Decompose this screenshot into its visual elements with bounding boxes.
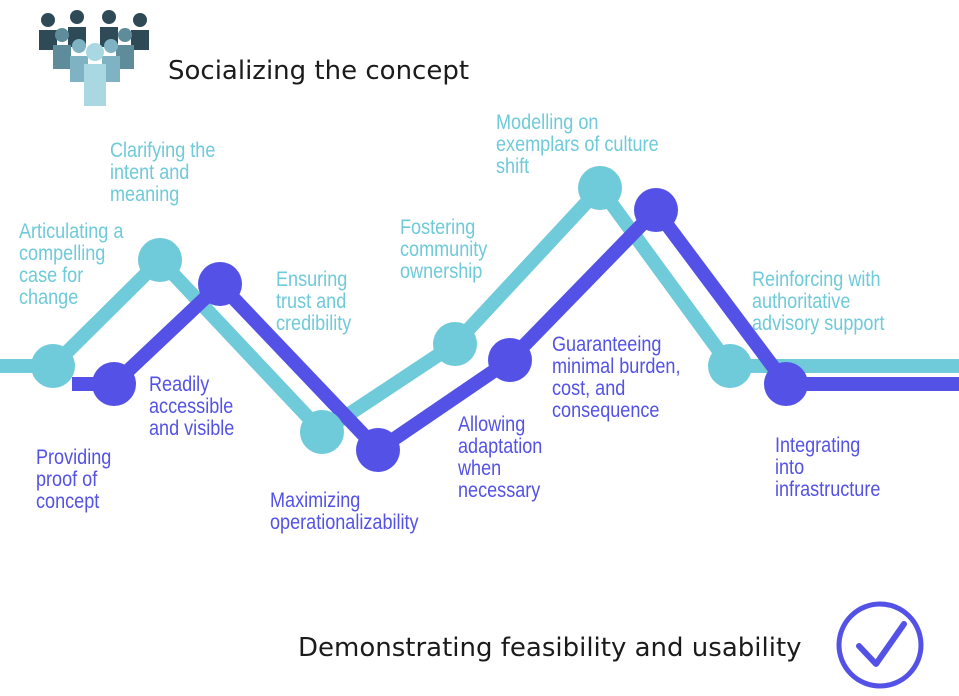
teal-node: [433, 322, 477, 366]
teal-node: [578, 166, 622, 210]
label-readily: Readily accessible and visible: [149, 373, 235, 440]
label-integrating: Integrating into infrastructure: [775, 434, 881, 501]
label-clarifying: Clarifying the intent and meaning: [110, 139, 216, 206]
teal-node: [708, 344, 752, 388]
blue-path: [72, 203, 959, 457]
blue-node: [356, 428, 400, 472]
label-providing: Providing proof of concept: [36, 446, 112, 513]
label-guaranteeing: Guaranteeing minimal burden, cost, and c…: [552, 333, 681, 422]
heading-demonstrating: Demonstrating feasibility and usability: [298, 633, 802, 663]
blue-node: [764, 362, 808, 406]
label-maximizing: Maximizing operationalizability: [270, 489, 419, 534]
blue-node: [198, 262, 242, 306]
teal-node: [138, 238, 182, 282]
label-articulating: Articulating a compelling case for chang…: [19, 220, 124, 309]
teal-path: [0, 181, 959, 439]
heading-socializing: Socializing the concept: [168, 56, 470, 86]
blue-node: [634, 188, 678, 232]
teal-node: [300, 410, 344, 454]
teal-node: [31, 344, 75, 388]
label-reinforcing: Reinforcing with authoritative advisory …: [752, 268, 885, 335]
label-ensuring: Ensuring trust and credibility: [276, 268, 352, 335]
blue-node: [92, 362, 136, 406]
label-fostering: Fostering community ownership: [400, 216, 488, 283]
label-modelling: Modelling on exemplars of culture shift: [496, 111, 659, 178]
blue-node: [488, 338, 532, 382]
people-group-icon: [39, 10, 149, 106]
label-allowing: Allowing adaptation when necessary: [458, 413, 543, 502]
checkmark-circle-icon: [836, 601, 924, 689]
